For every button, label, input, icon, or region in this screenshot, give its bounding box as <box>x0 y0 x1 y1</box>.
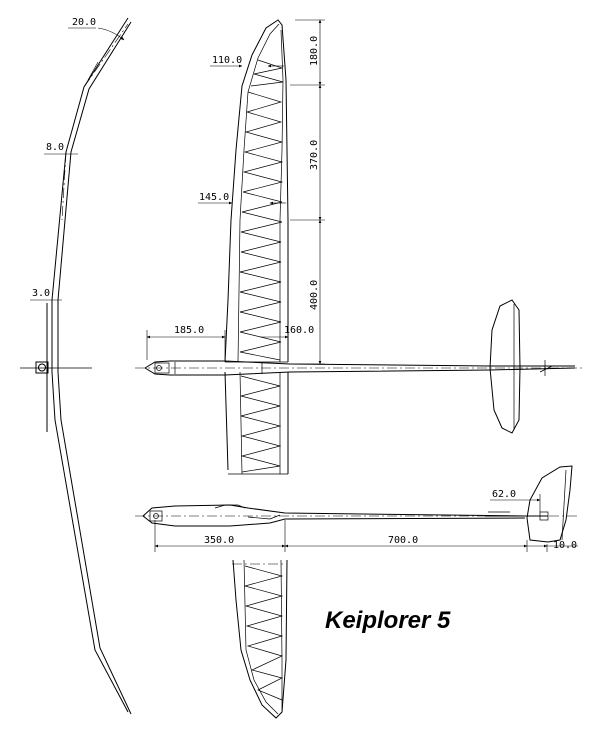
top-wing-lower-outline <box>224 371 289 474</box>
dihedral-tip-label: 20.0 <box>72 17 96 28</box>
front-wing-lower-half <box>51 371 129 713</box>
root-chord-label: 160.0 <box>284 325 314 336</box>
tip-span-label: 180.0 <box>309 36 320 66</box>
top-stabilizer <box>489 299 521 434</box>
fin-offset-label: 10.0 <box>553 540 577 551</box>
top-wing-lower-tip <box>232 559 288 719</box>
boom-length-label: 700.0 <box>388 535 418 546</box>
fin-chord-label: 62.0 <box>492 489 516 500</box>
wing-rib-lattice-tip <box>250 59 284 87</box>
mid-span-label: 370.0 <box>309 140 320 170</box>
nose-length-label: 350.0 <box>204 535 234 546</box>
wing-rib-lattice-upper <box>239 91 284 361</box>
top-fuselage <box>144 360 575 369</box>
side-view: 350.0 700.0 10.0 62.0 <box>135 465 580 552</box>
wing-rib-lattice-lower <box>240 375 282 473</box>
model-title: Keiplorer 5 <box>325 607 451 634</box>
dihedral-mid-label: 8.0 <box>46 142 64 153</box>
front-wing-upper-half <box>51 17 129 301</box>
front-fuselage-section <box>35 361 49 374</box>
front-wing-upper-half-inner <box>57 21 132 301</box>
mid-chord-label: 145.0 <box>199 192 229 203</box>
dihedral-root-label: 3.0 <box>32 288 50 299</box>
tip-chord-label: 110.0 <box>212 55 242 66</box>
inner-span-label: 400.0 <box>309 280 320 310</box>
side-fin <box>526 465 573 543</box>
front-view: 20.0 8.0 3.0 <box>20 17 132 715</box>
nose-to-le-label: 185.0 <box>174 325 204 336</box>
top-wing-upper-outline <box>224 19 289 363</box>
side-fuselage <box>142 504 526 517</box>
wing-rib-lattice-lower-tip <box>243 565 284 701</box>
top-view: 180.0 370.0 400.0 110.0 145.0 185.0 160.… <box>135 19 585 719</box>
front-wing-lower-half-inner <box>57 371 132 715</box>
